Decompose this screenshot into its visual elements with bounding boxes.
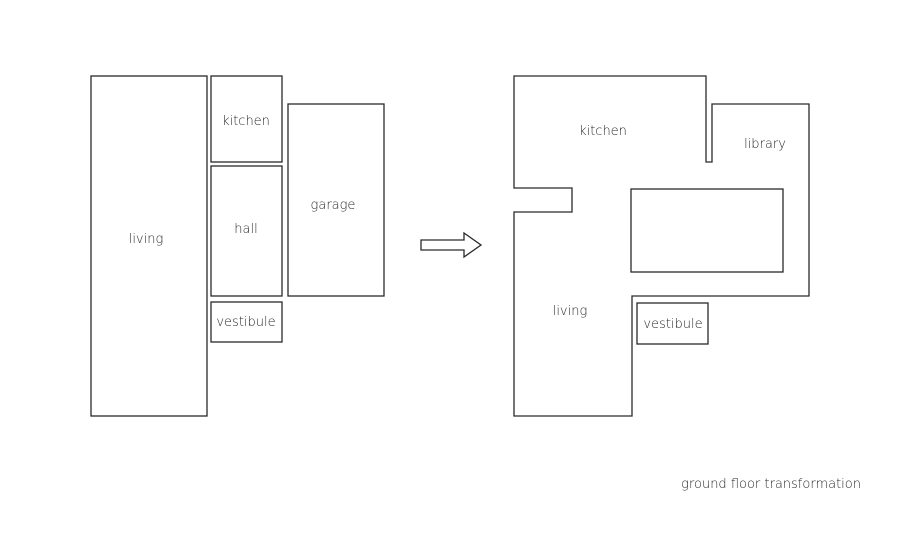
plan-after: kitchen library living vestibule [513, 75, 810, 417]
transformation-arrow [420, 231, 483, 259]
label-hall-before: hall [234, 222, 257, 237]
label-library-after: library [744, 137, 786, 152]
label-living-before: living [129, 232, 164, 247]
room-hall-before [210, 165, 283, 297]
diagram-caption: ground floor transformation [681, 477, 861, 492]
room-kitchen-before [210, 75, 283, 163]
room-vestibule-before [210, 301, 283, 343]
room-vestibule-after [636, 302, 709, 345]
label-vestibule-before: vestibule [216, 315, 275, 330]
label-vestibule-after: vestibule [643, 317, 702, 332]
plan-before: living kitchen hall vestibule garage [90, 75, 385, 417]
room-garage-before [287, 103, 385, 297]
label-kitchen-after: kitchen [579, 124, 627, 139]
label-living-after: living [553, 304, 588, 319]
courtyard-void-after [630, 188, 784, 273]
label-kitchen-before: kitchen [222, 114, 270, 129]
room-living-before [90, 75, 208, 417]
label-garage-before: garage [311, 198, 356, 213]
